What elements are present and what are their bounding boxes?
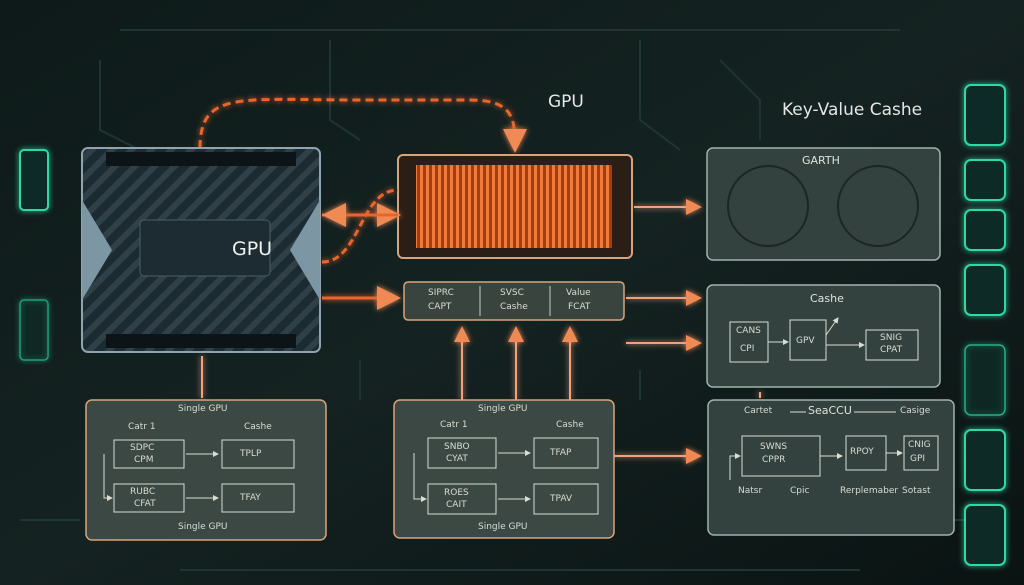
sgc-box1-line2: CYAT: [446, 454, 468, 464]
kvb-box2: RPOY: [850, 447, 874, 457]
sgc-box3-line1: ROES: [444, 488, 469, 498]
sgc-box4: TPAV: [550, 494, 573, 504]
sgl-box1-line1: SDPC: [130, 443, 155, 453]
kvb-right-head: Casige: [900, 406, 931, 416]
pipeline-stage2-line1: SVSC: [500, 288, 524, 298]
kvb-footer-2: Cpic: [790, 486, 810, 496]
pipeline-stage1-line1: SIPRC: [428, 288, 454, 298]
gpu-chip-label: GPU: [232, 238, 273, 260]
gpu-chip: [81, 147, 321, 353]
cache-mid-panel: [706, 284, 941, 388]
pipeline-stage1-line2: CAPT: [428, 302, 452, 312]
sgl-col1-head: Catr 1: [128, 422, 156, 432]
sgl-bottom-label: Single GPU: [178, 522, 228, 532]
kvb-box1-line2: CPPR: [762, 455, 786, 465]
pipeline-stage2-line2: Cashe: [500, 302, 528, 312]
sgl-top-label: Single GPU: [178, 404, 228, 414]
sgc-box1-line1: SNBO: [444, 442, 470, 452]
sgl-box4: TFAY: [240, 493, 261, 503]
single-gpu-center-panel: [393, 399, 615, 539]
kvb-center-head: SeaCCU: [808, 404, 852, 417]
pipeline-strip: [403, 281, 625, 321]
kv-cache-title: Key-Value Cashe: [782, 100, 923, 120]
heatsink-module: [397, 154, 633, 259]
kv-top-panel: [706, 147, 941, 261]
kvb-footer-3: Rerplemaber: [840, 486, 899, 496]
kvb-box3-line1: CNIG: [908, 440, 931, 450]
gpu-heatsink-links: [321, 188, 401, 310]
sgc-box2: TFAP: [550, 448, 572, 458]
sgl-box3-line1: RUBC: [130, 487, 156, 497]
cache-mid-box2: GPV: [796, 336, 815, 346]
sgc-col2-head: Cashe: [556, 420, 584, 430]
kvb-left-head: Cartet: [744, 406, 773, 416]
pipeline-stage3-line2: FCAT: [568, 302, 591, 312]
kvb-footer-4: Sotast: [902, 486, 931, 496]
cache-mid-box1-line2: CPI: [740, 344, 755, 354]
kvb-box1-line1: SWNS: [760, 442, 788, 452]
sgc-box3-line2: CAIT: [446, 500, 467, 510]
sgc-top-label: Single GPU: [478, 404, 528, 414]
flow-arrows-up: [201, 326, 761, 400]
cache-mid-box1-line1: CANS: [736, 326, 761, 336]
left-rack-modules: [19, 149, 49, 361]
cache-mid-box3-line1: SNIG: [880, 333, 903, 343]
sgc-col1-head: Catr 1: [440, 420, 468, 430]
sgl-box3-line2: CFAT: [134, 499, 156, 509]
pipeline-stage3-line1: Value: [566, 288, 591, 298]
sgl-box2: TPLP: [240, 449, 262, 459]
kvb-footer-1: Natsr: [738, 486, 763, 496]
cache-mid-title: Cashe: [810, 292, 844, 305]
flow-arrows-right: [614, 199, 702, 464]
gpu-title: GPU: [548, 92, 584, 112]
kv-bottom-panel: [707, 399, 955, 536]
sgc-bottom-label: Single GPU: [478, 522, 528, 532]
kvb-box3-line2: GPI: [910, 454, 926, 464]
cache-mid-box3-line2: CPAT: [880, 345, 903, 355]
sgl-col2-head: Cashe: [244, 422, 272, 432]
right-rack-modules: [964, 84, 1006, 566]
single-gpu-left-panel: [85, 399, 327, 541]
kv-top-label: GARTH: [802, 154, 840, 167]
sgl-box1-line2: CPM: [134, 455, 154, 465]
